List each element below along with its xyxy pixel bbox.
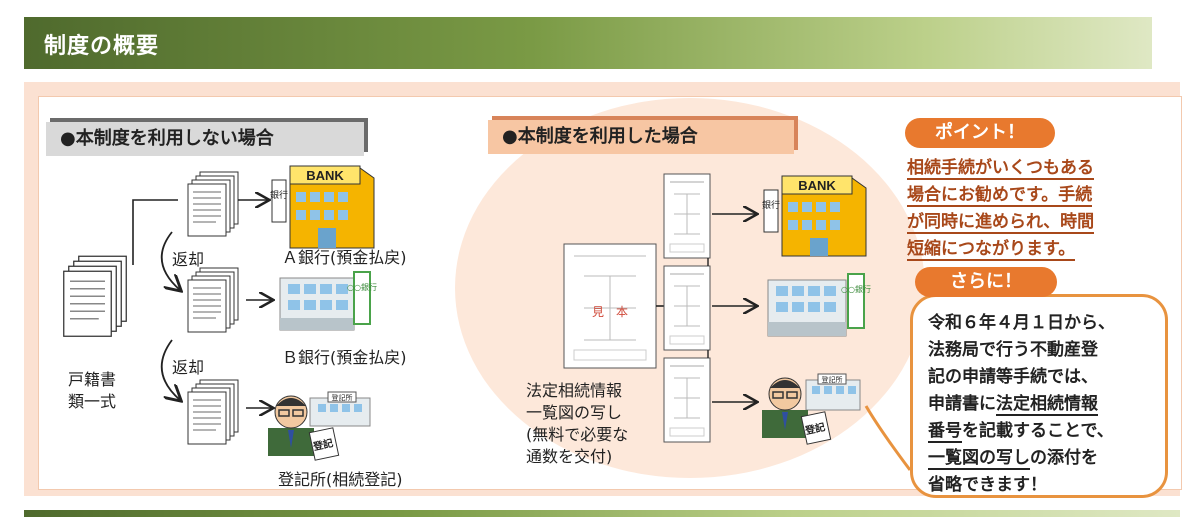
more-line6a: 一覧図の写し (928, 448, 1030, 470)
point-line2: 場合にお勧めです。手続 (907, 185, 1093, 207)
more-line5b: を記載することで、 (962, 421, 1114, 441)
point-line4: 短縮につながります。 (907, 239, 1076, 261)
chart-label-line3: (無料で必要な (526, 425, 629, 444)
chart-label-line2: 一覧図の写し (526, 403, 623, 422)
distribution-lines-left (132, 199, 178, 265)
point-line3: が同時に進められ、時間 (907, 212, 1095, 234)
chart-label-line4: 通数を交付) (526, 447, 613, 466)
registry-left-sign: 登記所 (332, 393, 353, 402)
registry-right-icon: 登記所 登記 (761, 373, 861, 445)
next-section-bar (24, 510, 1180, 517)
more-line3: 記の申請等手続では、 (928, 367, 1098, 387)
more-line1: 令和６年４月１日から、 (928, 313, 1115, 333)
more-line4a: 申請書に (928, 394, 996, 414)
return-label-1: 返却 (172, 250, 205, 269)
more-line7: 省略できます！ (928, 475, 1047, 495)
registry-label: 登記所(相続登記) (278, 470, 403, 489)
point-badge: ポイント！ (905, 118, 1055, 148)
return-arrow-1 (160, 231, 180, 290)
bank-a-label: Ａ銀行(預金払戻) (282, 248, 407, 267)
registry-left-card: 登記 (311, 436, 334, 453)
more-line5a: 番号 (928, 421, 962, 443)
more-line4b: 法定相続情報 (996, 394, 1098, 416)
bank-a-right-icon: BANK 銀行 (762, 175, 867, 257)
docs-to-bank-a (188, 172, 238, 236)
bank-b-vertical-sign: ○○銀行 (347, 282, 377, 292)
bank-a-vertical-sign: 銀行 (270, 189, 288, 201)
chart-copy-1 (663, 173, 711, 259)
family-register-docs (64, 256, 127, 336)
chart-label-line1: 法定相続情報 (526, 381, 623, 400)
bank-b-label: Ｂ銀行(預金払戻) (282, 348, 407, 367)
bank-a-right-sign: BANK (798, 178, 836, 193)
chart-copy-2 (663, 265, 711, 351)
more-line6b: の添付を (1030, 448, 1098, 468)
docs-label-line1: 戸籍書 (68, 370, 117, 389)
bank-b-right-icon: ○○銀行 (767, 273, 871, 337)
more-badge: さらに！ (915, 267, 1057, 297)
return-label-2: 返却 (172, 358, 205, 377)
sample-stamp-main: 見 本 (592, 305, 628, 319)
registry-right-sign: 登記所 (822, 375, 843, 384)
chart-description: 法定相続情報 一覧図の写し (無料で必要な 通数を交付) (526, 380, 628, 468)
chart-copy-3 (663, 357, 711, 443)
bank-a-right-vertical-sign: 銀行 (762, 199, 780, 211)
with-system-tag: ●本制度を利用した場合 (488, 120, 794, 154)
docs-label-line2: 類一式 (68, 392, 117, 411)
bank-a-building-icon: BANK 銀行 (270, 165, 375, 249)
registry-left-icon: 登記所 登記 (267, 391, 371, 461)
point-text: 相続手続がいくつもある 場合にお勧めです。手続 が同時に進められ、時間 短縮につ… (907, 155, 1157, 263)
docs-to-bank-b (188, 268, 238, 332)
registry-right-card: 登記 (803, 420, 826, 437)
return-arrow-2 (160, 339, 180, 400)
more-line2: 法務局で行う不動産登 (928, 340, 1098, 360)
more-callout-box (910, 294, 1168, 498)
bank-b-building-icon: ○○銀行 (279, 271, 377, 331)
docs-to-registry (188, 380, 238, 444)
section-title: 制度の概要 (44, 34, 160, 59)
callout-pointer (864, 405, 912, 471)
more-text: 令和６年４月１日から、 法務局で行う不動産登 記の申請等手続では、 申請書に法定… (928, 310, 1164, 499)
point-line1: 相続手続がいくつもある (907, 158, 1094, 180)
without-system-tag: ●本制度を利用しない場合 (46, 122, 364, 156)
inheritance-chart-original: 見 本 (563, 243, 657, 369)
bank-b-right-vertical-sign: ○○銀行 (841, 284, 871, 294)
section-header: 制度の概要 (24, 17, 1152, 69)
bank-a-sign: BANK (306, 168, 344, 183)
